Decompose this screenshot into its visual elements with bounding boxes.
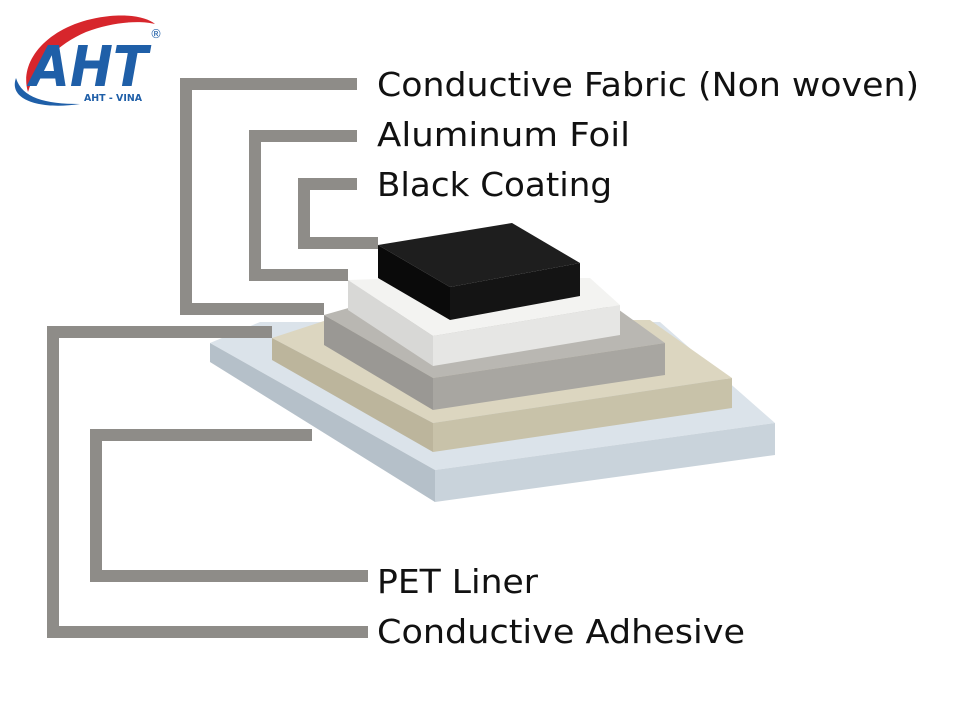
conductive-adhesive-left-side (272, 338, 433, 452)
label-conductive-adhesive: Conductive Adhesive (377, 612, 745, 651)
logo-registered-mark: ® (150, 27, 162, 41)
label-black-coating: Black Coating (377, 165, 612, 204)
aht-logo: AHT ® AHT - VINA (14, 15, 162, 106)
leader-line-conductive-fabric (180, 78, 357, 315)
logo-subtext: AHT - VINA (84, 93, 142, 104)
pet-liner-left-side (210, 343, 435, 502)
leader-lines (47, 78, 378, 638)
leader-line-pet-liner (90, 429, 368, 582)
layer-labels: Conductive Fabric (Non woven) Aluminum F… (377, 65, 919, 651)
leader-line-aluminum-foil (249, 130, 357, 281)
conductive-fabric-left-side (324, 315, 433, 410)
logo-red-swoosh (26, 15, 155, 92)
black-coating-left-side (378, 245, 450, 320)
label-aluminum-foil: Aluminum Foil (377, 115, 630, 154)
layer-stack (210, 223, 775, 502)
conductive-adhesive-front (433, 378, 732, 452)
black-coating-front (450, 263, 580, 320)
layer-black-coating (378, 223, 580, 320)
aluminum-foil-left-side (348, 280, 433, 366)
logo-blue-swoosh (14, 78, 81, 106)
logo-text: AHT (26, 35, 151, 100)
leader-line-conductive-adhesive (47, 326, 368, 638)
aluminum-foil-front (433, 305, 620, 366)
label-pet-liner: PET Liner (377, 562, 538, 601)
leader-line-black-coating (298, 178, 378, 249)
pet-liner-front (435, 423, 775, 502)
conductive-fabric-front (433, 343, 665, 410)
black-coating-top (378, 223, 580, 287)
label-conductive-fabric: Conductive Fabric (Non woven) (377, 65, 919, 104)
